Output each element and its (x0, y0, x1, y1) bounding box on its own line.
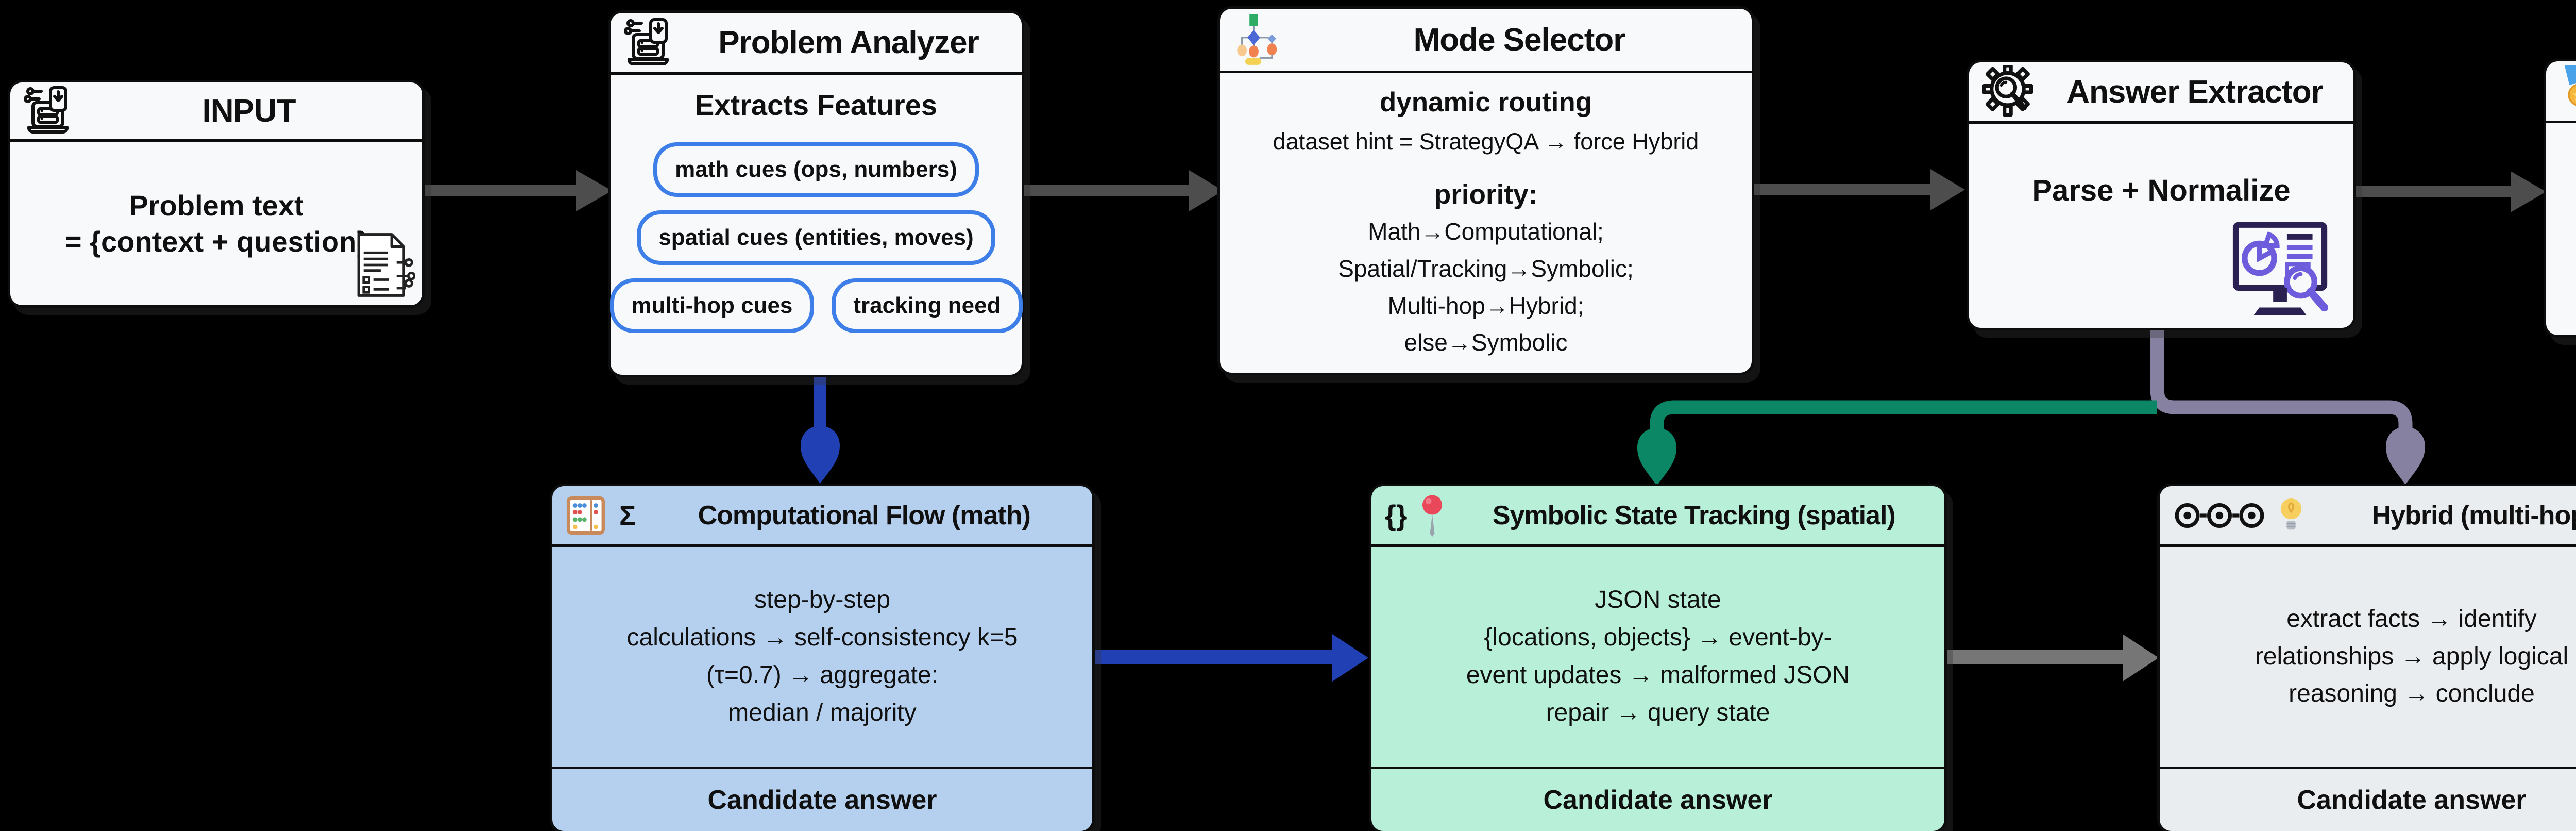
analyzer-body: Extracts Features math cues (ops, number… (609, 75, 1023, 375)
output-body: Final answer (2546, 123, 2576, 335)
monitor-analytics-icon (2232, 222, 2329, 315)
arrow-junction-to-symbolic (1637, 400, 2157, 486)
lightbulb-icon (2280, 498, 2302, 529)
pill-tracking-need: tracking need (832, 278, 1023, 333)
node-symbolic-tracking: {} Symbolic State Tracking (spatial) JSO… (1369, 484, 1947, 831)
node-answer-extractor: Answer Extractor Parse + Normalize (1967, 60, 2356, 330)
symbolic-title: Symbolic State Tracking (spatial) (1492, 500, 1896, 530)
node-input: INPUT Problem text = {context + question… (8, 80, 425, 308)
analyzer-header: Problem Analyzer (611, 13, 1022, 75)
node-output: Output Final answ (2544, 59, 2576, 338)
extractor-body-text: Parse + Normalize (2032, 174, 2291, 207)
mode-title: Mode Selector (1413, 22, 1626, 58)
feature-pills: math cues (ops, numbers) spatial cues (e… (609, 142, 1023, 333)
mode-heading: dynamic routing (1379, 87, 1592, 118)
symbolic-body-text: JSON state {locations, objects} → event-… (1466, 586, 1850, 726)
flowchart-icon (1237, 14, 1277, 65)
computational-title: Computational Flow (math) (698, 500, 1031, 530)
extractor-header: Answer Extractor (1969, 62, 2353, 124)
document-extract-icon (357, 233, 415, 297)
analyzer-title: Problem Analyzer (718, 25, 979, 60)
medal-check-icon (2564, 65, 2576, 106)
abacus-icon (566, 496, 605, 535)
input-body: Problem text = {context + question} (10, 142, 422, 305)
hybrid-title: Hybrid (multi-hop) (2371, 500, 2576, 530)
computational-body: step-by-step calculations → self-consist… (552, 547, 1092, 767)
arrow-analyzer-to-mode (1019, 170, 1223, 211)
arrow-extractor-to-hybrid (2150, 323, 2425, 485)
hybrid-body: extract facts → identify relationships →… (2160, 547, 2576, 767)
node-problem-analyzer: Problem Analyzer Extracts Features math … (608, 10, 1024, 377)
hybrid-footer: Candidate answer (2160, 767, 2576, 831)
laptop-analyzer-icon (24, 86, 69, 134)
pill-spatial-cues: spatial cues (entities, moves) (637, 210, 995, 265)
arrow-analyzer-to-computational (801, 371, 840, 484)
chain-nodes-icon (2175, 503, 2264, 528)
pill-row: multi-hop cues tracking need (609, 278, 1023, 333)
extractor-title: Answer Extractor (2066, 74, 2323, 110)
symbolic-body: JSON state {locations, objects} → event-… (1371, 547, 1944, 767)
mode-priority-label: priority: (1434, 179, 1538, 210)
output-header: Output (2546, 61, 2576, 123)
input-title: INPUT (202, 93, 296, 129)
symbolic-header: {} Symbolic State Tracking (spatial) (1371, 486, 1944, 547)
node-mode-selector: Mode Selector dynamic routing dataset hi… (1217, 6, 1754, 375)
node-hybrid: Hybrid (multi-hop) extract facts → ident… (2157, 484, 2576, 831)
computational-header: Σ Computational Flow (math) (552, 486, 1092, 547)
mode-header: Mode Selector (1220, 9, 1752, 73)
pushpin-icon (1422, 494, 1442, 537)
computational-body-text: step-by-step calculations → self-consist… (626, 586, 1018, 726)
laptop-analyzer-icon (624, 18, 669, 65)
hybrid-body-text: extract facts → identify relationships →… (2255, 605, 2569, 708)
sigma-symbol: Σ (619, 500, 636, 531)
analyzer-subtitle: Extracts Features (694, 89, 937, 121)
input-header: INPUT (10, 82, 422, 142)
mode-priority-rules: Math→Computational; Spatial/Tracking→Sym… (1338, 218, 1634, 356)
node-computational-flow: Σ Computational Flow (math) step-by-step… (550, 484, 1095, 831)
pill-math-cues: math cues (ops, numbers) (653, 142, 979, 197)
computational-footer: Candidate answer (552, 767, 1092, 831)
pill-multihop-cues: multi-hop cues (609, 278, 815, 333)
extractor-body: Parse + Normalize (1969, 124, 2353, 328)
arrow-computational-to-symbolic (1090, 634, 1368, 682)
output-body-text: Final answer (2546, 288, 2576, 322)
symbolic-footer: Candidate answer (1371, 767, 1944, 831)
arrow-input-to-analyzer (421, 170, 612, 211)
mode-body: dynamic routing dataset hint = StrategyQ… (1220, 73, 1752, 373)
mode-dataset-rule: dataset hint = StrategyQA → force Hybrid (1273, 128, 1699, 155)
arrow-extractor-to-output (2350, 171, 2546, 212)
input-body-text: Problem text = {context + question} (64, 189, 368, 258)
arrow-mode-to-extractor (1748, 169, 1965, 210)
braces-symbol: {} (1385, 499, 1408, 531)
gear-search-icon (1982, 65, 2033, 117)
arrow-symbolic-to-hybrid (1942, 634, 2159, 682)
hybrid-header: Hybrid (multi-hop) (2160, 486, 2576, 547)
